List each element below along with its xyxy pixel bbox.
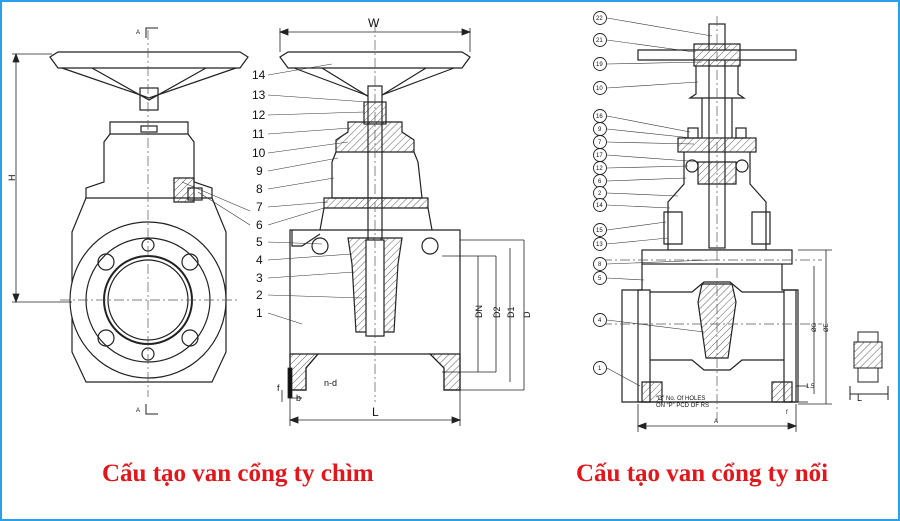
part-9: 9: [256, 164, 263, 178]
part-6: 6: [256, 218, 263, 232]
svg-text:6: 6: [598, 179, 602, 185]
side-detail: [849, 331, 889, 400]
part-3: 3: [256, 271, 263, 285]
left-leader-lines: [181, 63, 369, 325]
svg-text:14: 14: [596, 203, 603, 209]
svg-text:19: 19: [596, 62, 603, 68]
part-4: 4: [256, 253, 263, 267]
holes-note-2: ON “P” PCD OF RS: [656, 403, 709, 409]
callout-17: 17: [593, 148, 607, 162]
callout-2: 2: [593, 186, 607, 200]
callout-16: 16: [593, 109, 607, 123]
dim-h: [12, 52, 72, 304]
svg-text:15: 15: [596, 228, 603, 234]
part-12: 12: [252, 108, 266, 122]
dim-b: b: [296, 393, 301, 403]
callout-5: 5: [593, 271, 607, 285]
dim-oe: ØE: [824, 323, 830, 332]
callout-10: 10: [593, 81, 607, 95]
dim-l-label: L: [372, 405, 379, 419]
callout-15: 15: [593, 223, 607, 237]
left-part-numbers: 14 13 12 11 10 9 8 7 6 5 4 3 2 1: [252, 68, 266, 320]
part-10: 10: [252, 146, 266, 160]
callout-1: 1: [593, 361, 607, 375]
dim-w: [278, 28, 472, 52]
dim-d1: D1: [506, 306, 516, 318]
side-dim-l: L: [857, 393, 862, 403]
callout-9: 9: [593, 122, 607, 136]
svg-text:7: 7: [598, 140, 602, 146]
dim-a: A: [714, 419, 718, 425]
left-centerlines: [60, 30, 238, 397]
dim-h-label: H: [7, 175, 17, 182]
callout-21: 21: [593, 33, 607, 47]
callout-8: 8: [593, 257, 607, 271]
dim-d2: D2: [492, 306, 502, 318]
svg-text:9: 9: [598, 127, 602, 133]
svg-text:16: 16: [596, 114, 603, 120]
svg-text:2: 2: [598, 191, 602, 197]
dim-f-left: f: [277, 383, 280, 393]
svg-text:17: 17: [596, 153, 603, 159]
svg-text:21: 21: [596, 38, 603, 44]
part-2: 2: [256, 288, 263, 302]
left-dims-vertical: [442, 239, 525, 391]
svg-text:4: 4: [598, 318, 602, 324]
right-leader-lines: [606, 17, 713, 387]
callout-6: 6: [593, 174, 607, 188]
dim-og: ØG: [812, 322, 818, 332]
dim-d: D: [522, 311, 532, 318]
part-14: 14: [252, 68, 266, 82]
section-markers: [145, 27, 158, 415]
dim-nd: n-d: [324, 378, 337, 388]
callout-12: 12: [593, 161, 607, 175]
svg-text:22: 22: [596, 16, 603, 22]
section-mark-bottom: A: [136, 408, 140, 414]
svg-text:12: 12: [596, 166, 603, 172]
right-section-view: [621, 23, 799, 403]
part-13: 13: [252, 88, 266, 102]
dim-f-right: f: [786, 410, 788, 416]
dim-w-label: W: [368, 16, 380, 30]
part-8: 8: [256, 182, 263, 196]
svg-text:1: 1: [598, 366, 602, 372]
part-1: 1: [256, 306, 263, 320]
part-7: 7: [256, 200, 263, 214]
svg-text:5: 5: [598, 276, 602, 282]
dim-1-5: 1.5: [806, 384, 815, 390]
callout-22: 22: [593, 11, 607, 25]
dim-l: [288, 390, 462, 426]
right-part-numbers: 22 21 19 10 16 9 7 17 12 6 2 14 15 13 8 …: [593, 11, 607, 375]
callout-13: 13: [593, 237, 607, 251]
holes-note-1: “D” No. Of HOLES: [656, 396, 705, 402]
svg-text:8: 8: [598, 262, 602, 268]
right-dims: [636, 249, 832, 432]
part-5: 5: [256, 235, 263, 249]
svg-text:13: 13: [596, 242, 603, 248]
callout-4: 4: [593, 313, 607, 327]
left-side-view: [49, 51, 249, 383]
svg-text:10: 10: [596, 86, 603, 92]
dim-dn: DN: [474, 305, 484, 318]
callout-14: 14: [593, 198, 607, 212]
section-mark-top: A: [136, 30, 140, 36]
dim-flange-left: [281, 367, 302, 402]
callout-7: 7: [593, 135, 607, 149]
caption-right: Cấu tạo van cổng ty nổi: [576, 460, 829, 487]
caption-left: Cấu tạo van cổng ty chìm: [102, 460, 374, 487]
part-11: 11: [252, 127, 265, 141]
callout-19: 19: [593, 57, 607, 71]
